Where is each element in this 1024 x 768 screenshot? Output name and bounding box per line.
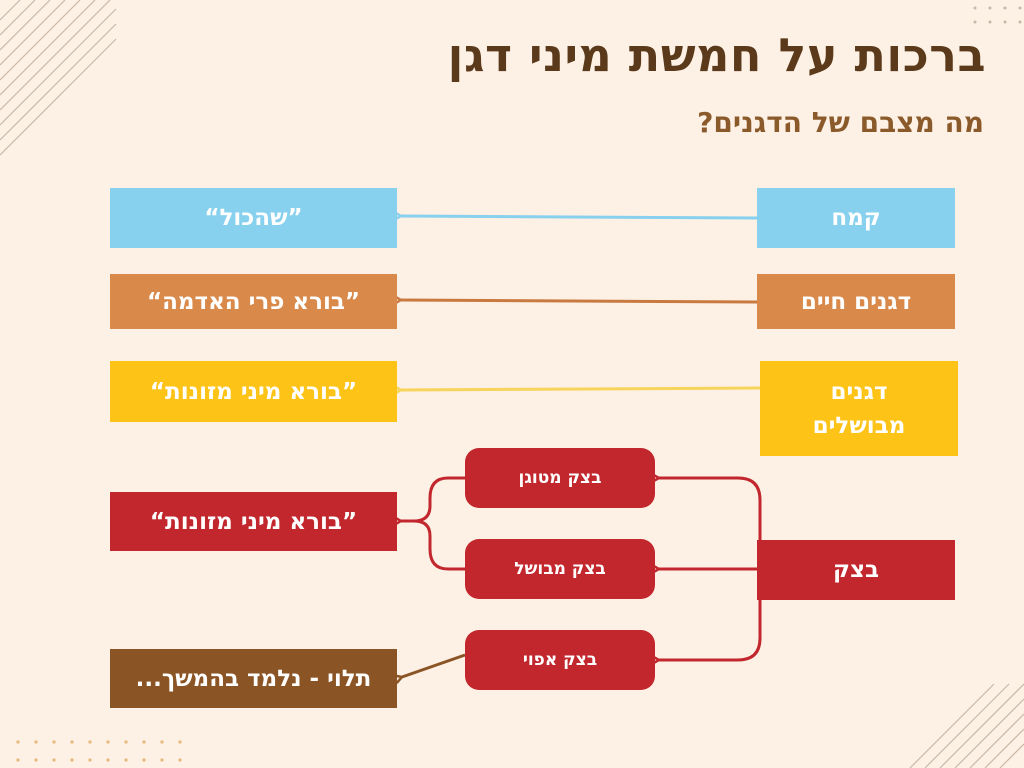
source-raw-grains: דגנים חיים bbox=[757, 274, 955, 329]
arrow-raw-grains bbox=[401, 300, 758, 302]
branch-fried-dough: בצק מטוגן bbox=[465, 448, 655, 508]
source-cooked-grains: דגנים מבושלים bbox=[760, 361, 958, 456]
result-mezonot-2: ”בורא מיני מזונות“ bbox=[110, 492, 397, 551]
dough-bracket bbox=[659, 478, 762, 540]
result-shehakol: ”שהכול“ bbox=[110, 188, 397, 248]
branch-cooked-dough: בצק מבושל bbox=[465, 539, 655, 599]
page-title: ברכות על חמשת מיני דגן bbox=[447, 28, 986, 82]
merge-curly bbox=[401, 476, 465, 571]
result-haadama: ”בורא פרי האדמה“ bbox=[110, 274, 397, 329]
source-dough: בצק bbox=[757, 540, 955, 600]
branch-baked-dough: בצק אפוי bbox=[465, 630, 655, 690]
arrow-dough-baked bbox=[659, 598, 762, 660]
arrow-flour bbox=[401, 216, 758, 218]
source-flour: קמח bbox=[757, 188, 955, 248]
result-depends: תלוי - נלמד בהמשך... bbox=[110, 649, 397, 708]
arrow-cooked-grains bbox=[401, 388, 761, 390]
page-subtitle: מה מצבם של הדגנים? bbox=[697, 106, 984, 139]
result-mezonot-1: ”בורא מיני מזונות“ bbox=[110, 361, 397, 422]
arrow-baked-result bbox=[402, 653, 466, 677]
